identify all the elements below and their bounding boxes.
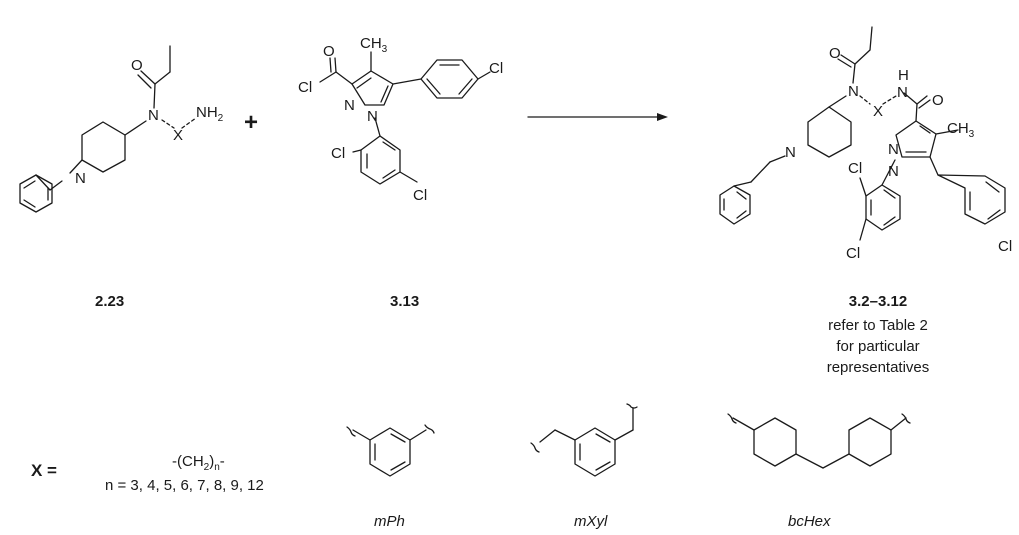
methyl-label: CH — [360, 35, 382, 52]
methyl-label: CH — [947, 120, 969, 137]
product-caption-line-1: refer to Table 2 — [828, 317, 928, 334]
atom-label: N — [344, 97, 355, 114]
compound-2-23-structure — [19, 45, 197, 213]
methyl-subscript: 3 — [969, 129, 975, 140]
atom-label: Cl — [331, 145, 345, 162]
atom-label: N — [785, 144, 796, 161]
bchex-linker-structure — [727, 413, 911, 469]
atom-label: CH3 — [360, 35, 388, 55]
product-structure — [719, 26, 1006, 241]
chain-prefix: -(CH — [172, 453, 204, 470]
mxyl-linker-structure — [530, 403, 638, 477]
atom-label: Cl — [413, 187, 427, 204]
atom-label: O — [323, 43, 335, 60]
linker-label-mph: mPh — [374, 513, 405, 530]
linker-label-bchex: bcHex — [788, 513, 831, 530]
atom-label: X — [173, 127, 183, 144]
compound-label-3-13: 3.13 — [390, 293, 419, 310]
compound-3-13-structure — [319, 51, 491, 185]
atom-label: Cl — [998, 238, 1012, 255]
product-caption-line-2: for particular — [836, 338, 919, 355]
atom-label: N — [897, 84, 908, 101]
chain-subscript-n: n — [214, 462, 220, 473]
atom-label: O — [932, 92, 944, 109]
atom-label: Cl — [298, 79, 312, 96]
atom-label: X — [873, 103, 883, 120]
chain-subscript-2: 2 — [204, 462, 210, 473]
methyl-subscript: 3 — [382, 44, 388, 55]
atom-label: O — [829, 45, 841, 62]
atom-label: H — [898, 67, 909, 84]
atom-label: Cl — [848, 160, 862, 177]
linker-label-mxyl: mXyl — [574, 513, 608, 530]
atom-label: Cl — [489, 60, 503, 77]
atom-label: N — [367, 108, 378, 125]
atom-label: N — [148, 107, 159, 124]
mph-linker-structure — [346, 424, 435, 477]
atom-label: NH2 — [196, 104, 224, 124]
chain-suffix: - — [220, 453, 225, 470]
atom-label: N — [888, 141, 899, 158]
nh2-label: NH — [196, 104, 218, 121]
alkyl-chain-formula: -(CH2)n- — [172, 453, 225, 473]
n-values-text: n = 3, 4, 5, 6, 7, 8, 9, 12 — [105, 477, 264, 494]
atom-label: Cl — [846, 245, 860, 262]
x-equals-label: X = — [31, 461, 57, 480]
product-label: 3.2–3.12 — [849, 293, 907, 310]
reaction-arrow — [527, 113, 668, 121]
nh2-subscript: 2 — [218, 113, 224, 124]
chain-paren: ) — [209, 453, 214, 470]
atom-label: N — [75, 170, 86, 187]
atom-label: N — [848, 83, 859, 100]
product-caption-line-3: representatives — [827, 359, 930, 376]
plus-sign: + — [244, 109, 258, 136]
atom-label: N — [888, 163, 899, 180]
compound-label-2-23: 2.23 — [95, 293, 124, 310]
atom-label: CH3 — [947, 120, 975, 140]
atom-label: O — [131, 57, 143, 74]
